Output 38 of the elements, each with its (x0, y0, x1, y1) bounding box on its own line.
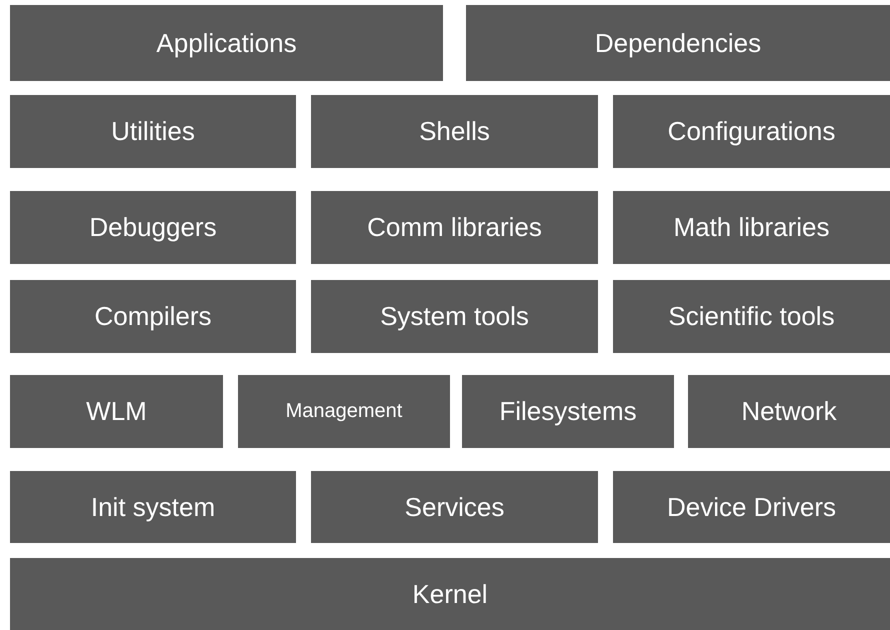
layer-block (10, 375, 223, 448)
layer-block (613, 471, 890, 543)
layer-label: System tools (380, 301, 529, 332)
layer-label: Management (286, 400, 402, 423)
layer-label: Math libraries (673, 212, 830, 243)
layer-label: Dependencies (594, 28, 762, 58)
layer-label: Shells (419, 116, 490, 147)
layer-block (10, 280, 296, 353)
layer-block (10, 558, 890, 630)
layer-block (311, 471, 598, 543)
layer-block (10, 5, 443, 81)
layer-label: Filesystems (499, 396, 637, 427)
layer-block (466, 5, 890, 81)
layer-label: Scientific tools (668, 301, 835, 332)
layer-label: Services (404, 492, 504, 522)
layer-block (613, 280, 890, 353)
layer-label: Compilers (94, 301, 212, 332)
layer-label: Configurations (668, 116, 836, 147)
layer-block (238, 375, 450, 448)
layer-label: Applications (156, 28, 297, 58)
layer-block (462, 375, 674, 448)
layer-label: Kernel (412, 578, 488, 610)
layer-label: Comm libraries (367, 212, 542, 243)
layer-label: Network (741, 396, 837, 427)
layer-label: Device Drivers (666, 492, 836, 522)
layer-label: Debuggers (89, 212, 217, 243)
layer-block (10, 191, 296, 264)
layer-label: WLM (86, 396, 147, 427)
layer-block (311, 280, 598, 353)
layer-block (613, 95, 890, 168)
layer-block (10, 471, 296, 543)
layer-block (613, 191, 890, 264)
layer-block (688, 375, 890, 448)
layer-block (311, 95, 598, 168)
layer-label: Utilities (111, 116, 195, 147)
layer-label: Init system (90, 492, 216, 522)
layer-block (10, 95, 296, 168)
layer-block (311, 191, 598, 264)
